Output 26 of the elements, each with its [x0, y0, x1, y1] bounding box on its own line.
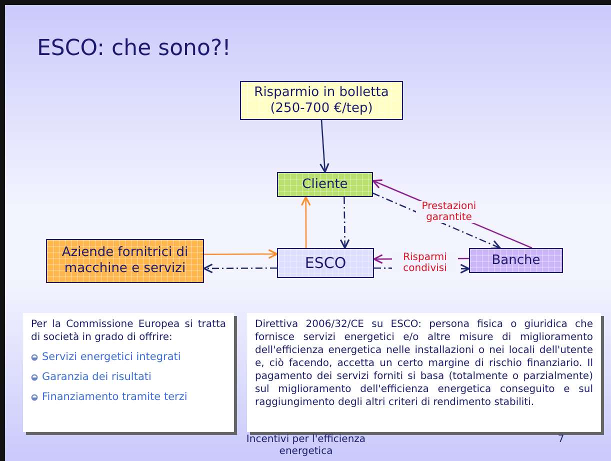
node-label: Banche — [492, 252, 540, 268]
process-box — [277, 248, 374, 278]
arrow — [204, 249, 278, 259]
text-panel — [247, 313, 601, 432]
arrow — [340, 197, 350, 249]
slide-title: ESCO: che sono?! — [37, 36, 231, 61]
node-label: Aziende fornitrici di macchine e servizi — [60, 245, 190, 277]
footer-text: Incentivi per l'efficienza energetica — [245, 434, 367, 458]
process-box — [277, 172, 373, 197]
paragraph-text: Direttiva 2006/32/CE su ESCO: persona fisica o giuridica che fornisce servizi energetici e/o altre misure di miglioramento dell'efficienza energetica nelle installazioni o nei locali dell'utente e, ciò facendo, accetta un certo margine di rischio finanziario. Il pagamento dei servizi forniti si basa (totalmente o parzialmente) sul miglioramento dell'efficienza energetica conseguito e sul raggiungimento degli altri criteri di rendimento stabiliti. — [255, 318, 593, 409]
page-number: 7 — [556, 434, 566, 446]
text-panel — [23, 313, 234, 432]
arrow — [300, 196, 311, 248]
bullet-item: Servizi energetici integrati — [42, 351, 181, 364]
node-label: Cliente — [302, 176, 348, 192]
paragraph-text: Per la Commissione Europea si tratta di società in grado di offrire: — [31, 318, 226, 344]
node-label: Risparmio in bolletta (250-700 €/tep) — [253, 84, 390, 116]
edge-label: Risparmi condivisi — [392, 252, 458, 274]
process-box — [240, 81, 403, 120]
bullet-item: Finanziamento tramite terzi — [42, 391, 188, 404]
arrow — [320, 120, 330, 173]
arrow — [203, 264, 277, 274]
bullet-item: Garanzia dei risultati — [42, 371, 152, 384]
process-box — [46, 239, 204, 283]
node-label: ESCO — [304, 254, 346, 272]
process-box — [469, 248, 563, 273]
